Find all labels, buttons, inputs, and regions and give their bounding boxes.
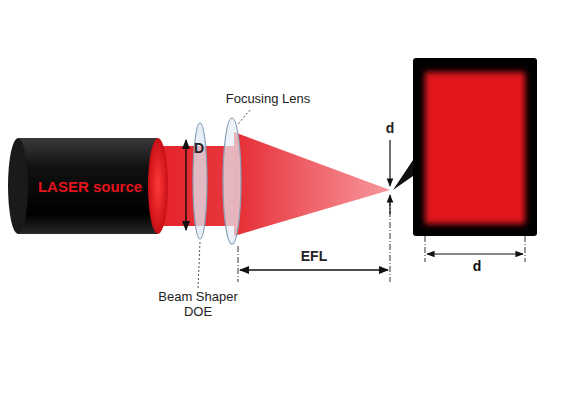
reference-line <box>525 236 526 262</box>
part-label: Beam Shaper DOE <box>150 290 246 320</box>
laser-source: LASER source <box>30 138 150 234</box>
dimension-label: d <box>471 258 484 274</box>
flat-top-spot <box>413 58 537 236</box>
leader-line <box>198 242 200 288</box>
laser-back <box>8 138 28 234</box>
dimension-label: D <box>191 140 207 156</box>
spot-arrow <box>389 140 390 186</box>
callout-pointer <box>393 160 413 190</box>
reference-line <box>238 246 239 282</box>
efl-arrow <box>240 269 388 271</box>
diameter-arrow <box>185 140 187 230</box>
dimension-label: d <box>382 120 398 136</box>
leader-line <box>238 110 250 124</box>
width-arrow <box>427 253 523 254</box>
dimension-label: EFL <box>294 248 334 264</box>
spot-inset: d <box>413 58 537 236</box>
device-label: LASER source <box>38 178 142 195</box>
laser-face <box>148 138 168 234</box>
part-label: Focusing Lens <box>218 92 318 107</box>
spot-square <box>425 72 525 224</box>
focusing-lens <box>223 118 241 244</box>
reference-line <box>425 236 426 262</box>
laser-body <box>18 138 158 234</box>
focused-beam <box>234 132 390 236</box>
spot-arrow <box>389 195 390 214</box>
